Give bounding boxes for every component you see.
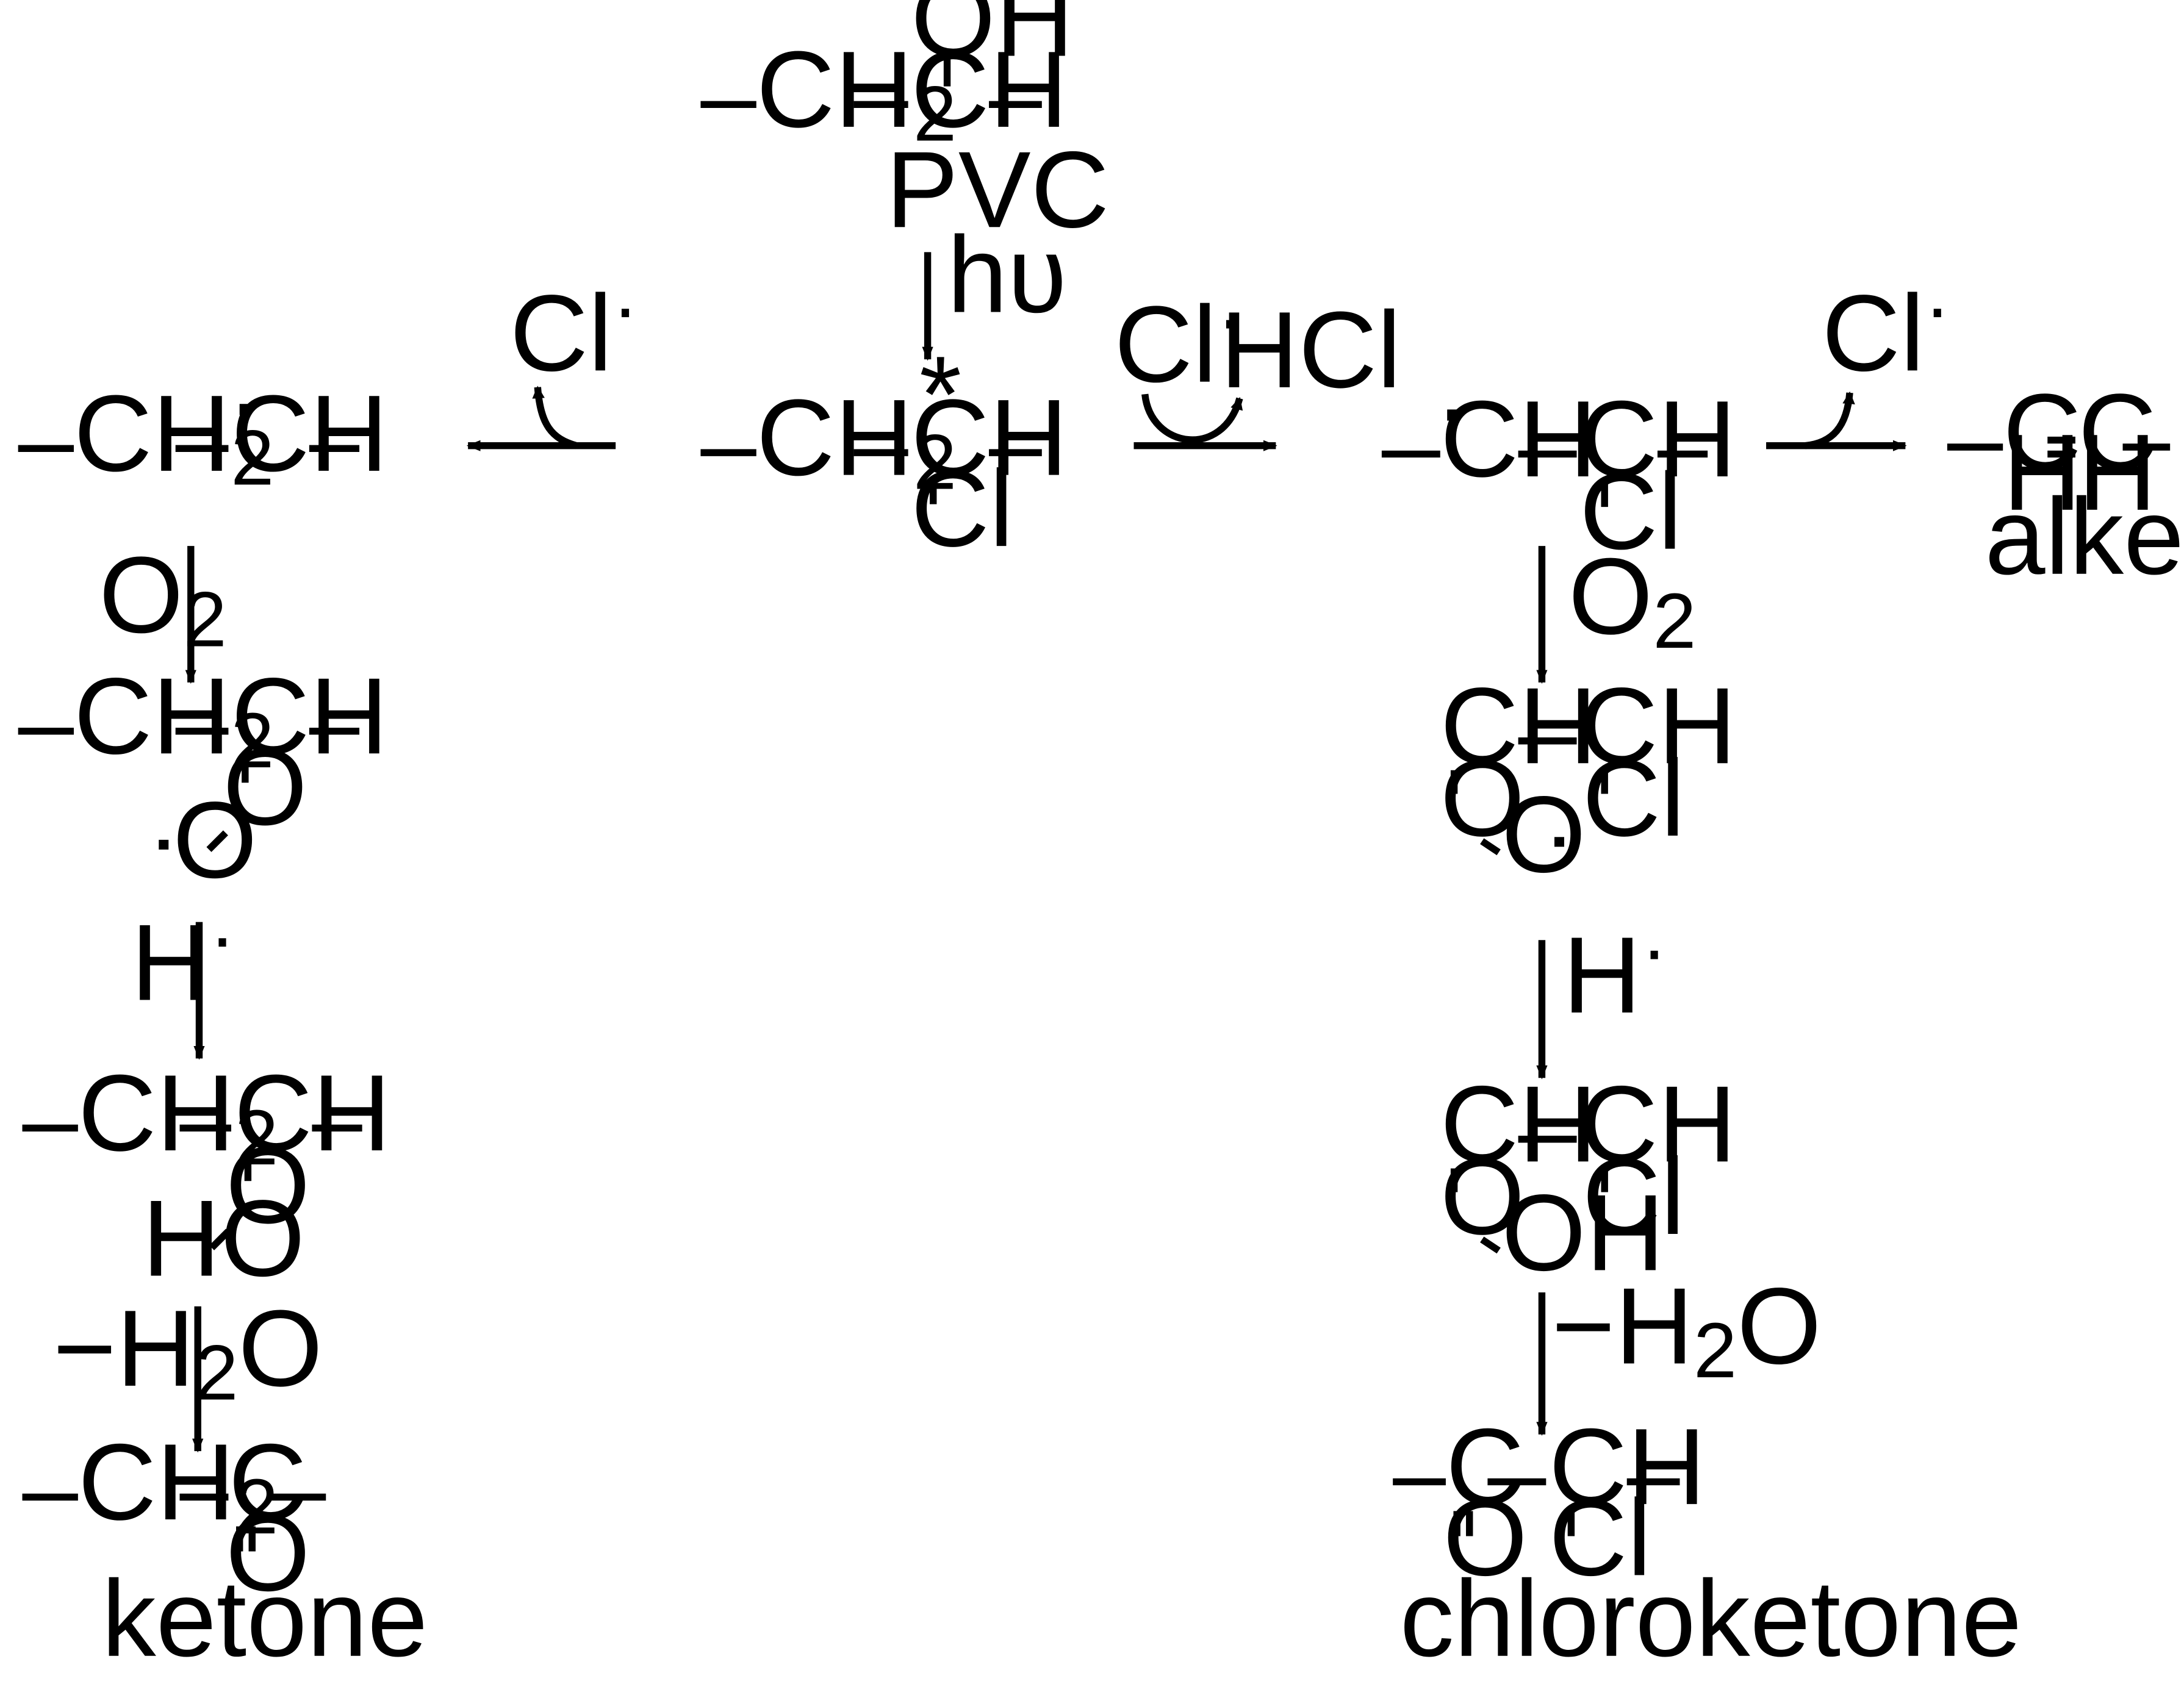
peroxy-radical-left: CH2 CH O O <box>18 655 388 901</box>
oxygen-atom: O <box>1440 1136 1525 1257</box>
hydroxyl-group: OH <box>1501 1172 1664 1293</box>
label-o2-right: O2 <box>1568 536 1697 665</box>
label-alkene: alkene <box>1985 476 2184 597</box>
radical-dot <box>1554 837 1564 847</box>
oxygen-radical: O <box>1501 773 1586 895</box>
carbonyl-carbon: C <box>1446 1406 1525 1527</box>
ch2-group: CH2 <box>756 377 957 506</box>
hydroperoxide-left: CH2 CH O HO <box>22 1052 391 1299</box>
ch-group: CH <box>1440 665 1597 786</box>
ch-group: CH <box>234 1052 391 1174</box>
oxygen-atom: O <box>223 726 307 848</box>
carbonyl-carbon: C <box>228 1421 307 1543</box>
label-minus-h2o-right: −H2O <box>1551 1265 1821 1394</box>
label-pvc: PVC <box>886 129 1109 250</box>
label-ketone: ketone <box>102 1558 428 1679</box>
chlorine-atom: Cl <box>1549 1477 1651 1598</box>
ketone-structure: CH2 C O <box>22 1421 326 1613</box>
excited-state-star: * <box>919 334 961 455</box>
pvc-hydroxyl-structure: CH2 CH OH <box>700 0 1074 158</box>
chloroalkyl-radical-right: CH CH Cl <box>1381 378 1736 572</box>
oxygen-atom: O <box>226 1125 311 1246</box>
ch2-group: CH2 <box>78 1052 278 1181</box>
carbonyl-oxygen: O <box>1443 1477 1528 1598</box>
ch-group: CH <box>231 373 388 494</box>
ch2-group: CH2 <box>74 373 274 502</box>
pvc-excited-structure: CH2 CH * Cl <box>700 334 1068 569</box>
alkene-structure: C C H H <box>1947 371 2171 533</box>
oxygen-atom: O <box>1440 737 1525 859</box>
bond-line <box>206 830 228 852</box>
chlorine-atom: Cl <box>1579 451 1682 572</box>
carbon-radical-left: CH2 CH <box>18 373 388 502</box>
label-cl-radical-right: Cl· <box>1822 264 1950 393</box>
label-chloroketone: chloroketone <box>1400 1558 2022 1679</box>
hydrogen-atom: H <box>2078 412 2157 533</box>
ch-group: CH <box>1579 665 1736 786</box>
alkene-carbon: C <box>2078 371 2157 493</box>
ch2-group: CH2 <box>78 1421 278 1550</box>
radical-dot <box>1447 409 1459 421</box>
ch-group: CH <box>911 377 1068 498</box>
label-hv: hυ <box>947 214 1067 335</box>
label-minus-h2o-left: −H2O <box>53 1288 323 1417</box>
chlorine-atom: Cl <box>1582 1136 1685 1257</box>
peroxy-radical-right: CH CH O O Cl <box>1440 665 1737 895</box>
ch2-group: CH2 <box>74 655 274 784</box>
hydroxyl-group: HO <box>142 1177 305 1299</box>
curved-arrow-cl-release-right <box>1805 391 1855 450</box>
label-cl-radical-left: Cl· <box>510 264 639 393</box>
radical-dot <box>159 839 169 850</box>
label-h-radical-left: H· <box>131 894 235 1023</box>
oxygen-radical: O <box>173 780 257 901</box>
ch2-group: CH2 <box>756 29 957 158</box>
ch-group: CH <box>1579 378 1736 500</box>
label-cl-radical-center: Cl· <box>1115 275 1243 404</box>
label-o2-left: O2 <box>99 534 227 664</box>
curved-arrow-hcl-formation <box>1141 393 1243 443</box>
ch-group: CH <box>1549 1406 1706 1527</box>
ch-group: CH <box>1440 1063 1597 1185</box>
bond-line <box>209 1228 231 1250</box>
curved-arrow-cl-release <box>532 385 578 450</box>
chloroketone-structure: C CH O Cl <box>1393 1406 1706 1598</box>
ch-group: CH <box>911 29 1068 150</box>
hydroperoxide-right: CH CH O OH Cl <box>1440 1063 1737 1293</box>
bond-line <box>1480 838 1501 856</box>
alkene-carbon: C <box>2003 371 2082 493</box>
hydrogen-atom: H <box>2003 412 2082 533</box>
radical-dot <box>239 404 251 415</box>
bond-line <box>1480 1236 1501 1254</box>
ch-group: CH <box>1440 378 1597 500</box>
label-h-radical-right: H· <box>1563 906 1667 1036</box>
chlorine-atom: Cl <box>911 448 1013 569</box>
chlorine-atom: Cl <box>1582 737 1685 859</box>
ch-group: CH <box>231 655 388 776</box>
label-hcl: HCl <box>1220 289 1401 410</box>
hydroxyl-group: OH <box>911 0 1074 79</box>
ch-group: CH <box>1579 1063 1736 1185</box>
carbonyl-oxygen: O <box>226 1492 311 1613</box>
